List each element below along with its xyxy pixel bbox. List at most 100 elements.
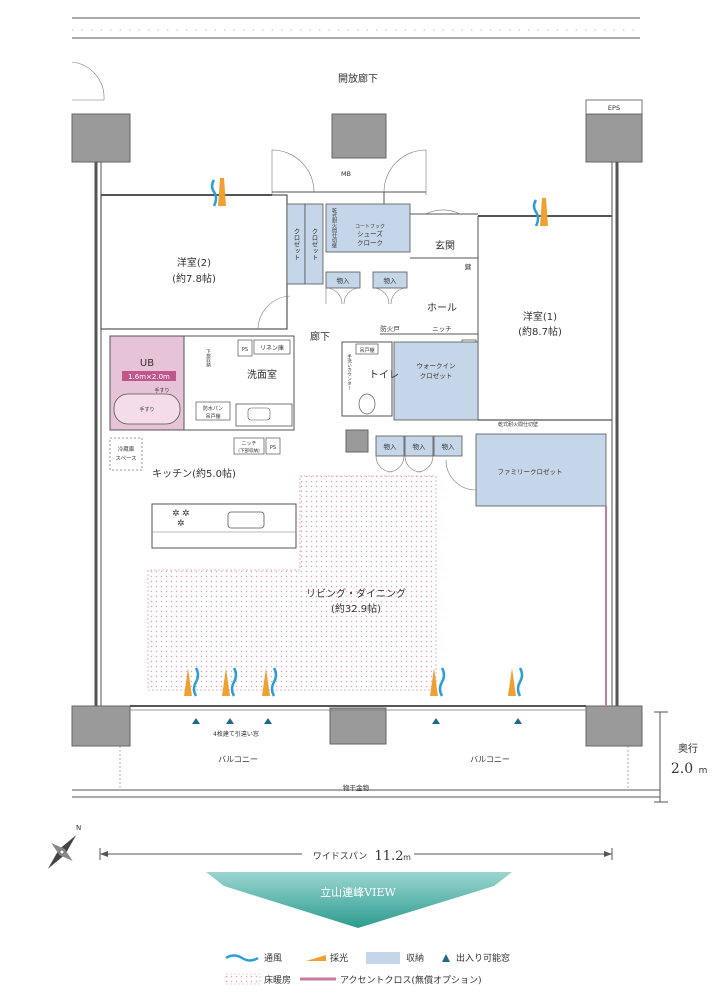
sink — [227, 511, 265, 529]
legend-floor-heating: 床暖房 — [264, 974, 291, 986]
wash-basin — [235, 403, 293, 427]
entrance-label: 玄関 — [435, 239, 455, 252]
legend-wind: 通風 — [264, 953, 282, 964]
niche-label: ニッチ — [241, 441, 256, 447]
mb-door-arc-right — [383, 149, 427, 195]
linen-box — [253, 339, 291, 355]
ps-label-wash: PS — [242, 347, 248, 353]
toilet-wash-label: 手洗いカウンター — [347, 353, 352, 390]
shoe-line1: コートフック — [355, 224, 385, 230]
balcony-label-left: バルコニー — [218, 755, 258, 764]
ps-label-kitchen: PS — [270, 445, 276, 451]
depth-unit: m — [699, 766, 708, 776]
storage-label-2: 物入 — [384, 276, 398, 285]
width-value: 11.2 — [375, 849, 404, 864]
storage-label-4: 物入 — [413, 442, 427, 451]
shoe-cloak — [325, 203, 411, 253]
walkin-line2: クロゼット — [420, 371, 453, 380]
shoe-line3: クローク — [357, 239, 383, 247]
wind-light-markers — [184, 178, 548, 724]
svg-text:✲: ✲ — [177, 519, 185, 529]
column-top-right — [585, 113, 643, 163]
width-unit: m — [403, 853, 411, 862]
stove-icon: ✲ ✲ ✲ — [172, 509, 190, 529]
fire-door-label: 防火戸 — [380, 324, 400, 333]
ub-size: 1.6m×2.0m — [128, 373, 170, 381]
waterproof-line1: 防水パン — [203, 405, 223, 412]
column-bottom-left — [71, 705, 131, 747]
width-label: ワイドスパン — [313, 851, 367, 862]
closet-label-2: クロゼット — [310, 227, 318, 260]
dry-wall-note-2: 乾式耐火間仕切壁 — [498, 421, 538, 428]
view-banner-label: 立山連峰VIEW — [320, 885, 396, 899]
view-banner — [206, 872, 512, 928]
ps-box-wash — [237, 339, 253, 357]
ub-size-badge — [122, 371, 176, 381]
floor-heating-area — [147, 475, 437, 691]
pipe-space — [345, 429, 369, 453]
western2-name: 洋室(2) — [177, 256, 211, 269]
linen-label: リネン庫 — [260, 344, 284, 352]
storage-legend-icon — [366, 952, 400, 964]
legend: 通風 採光 収納 出入り可能窓 床暖房 アクセントクロス(無償オプション) — [225, 952, 510, 986]
compass-icon: N — [47, 824, 81, 869]
legend-accent: アクセントクロス(無償オプション) — [340, 974, 482, 986]
closet-label-1: クロゼット — [292, 227, 300, 260]
western2-size: (約7.8帖) — [172, 272, 216, 285]
living-size: (約32.9帖) — [331, 602, 381, 615]
legend-storage: 収納 — [406, 952, 424, 964]
shoe-line2: シューズ — [357, 229, 383, 238]
width-dimension — [99, 846, 613, 862]
storage-label-3: 物入 — [384, 442, 398, 451]
column-top-left — [71, 113, 131, 163]
wind-legend-icon — [225, 954, 259, 962]
washroom-area — [183, 335, 295, 431]
mb-label: MB — [341, 170, 351, 178]
top-edge — [72, 17, 640, 39]
dry-wall-note-1: 乾式耐火間仕切壁 — [331, 207, 337, 248]
key-label: 鍵 — [465, 262, 472, 271]
column-bottom-right — [585, 705, 643, 747]
svg-text:✲: ✲ — [182, 509, 190, 519]
legend-door: 出入り可能窓 — [456, 952, 510, 964]
hall-label: ホール — [427, 302, 457, 314]
living-name: リビング・ダイニング — [306, 587, 406, 600]
mb-door-arc-left — [271, 149, 315, 195]
svg-text:N: N — [76, 824, 81, 832]
niche-box — [233, 437, 265, 455]
corridor-label: 開放廊下 — [338, 72, 378, 85]
storage-box-1 — [325, 271, 361, 289]
niche-label-hall: ニッチ — [432, 325, 452, 333]
eps-box — [585, 99, 643, 115]
light-legend-icon — [306, 955, 326, 961]
family-closet-label: ファミリークロゼット — [498, 467, 563, 476]
closet-2 — [304, 203, 324, 285]
kitchen-label: キッチン(約5.0帖) — [152, 467, 236, 480]
balcony-label-right: バルコニー — [470, 755, 510, 764]
storage-label-5: 物入 — [442, 442, 456, 451]
column-bottom-mid — [329, 707, 387, 745]
column-top-mid — [331, 113, 387, 159]
ub-label: UB — [140, 358, 154, 369]
storage-box-3 — [375, 435, 405, 457]
ps-box-kitchen — [265, 437, 281, 455]
waterproof-line2: 吊戸棚 — [205, 413, 220, 420]
storage-label-1: 物入 — [337, 276, 351, 285]
washroom-label: 洗面室 — [247, 368, 277, 381]
laundry-label: 物干金物 — [343, 783, 370, 792]
floor-heating-legend-icon — [225, 973, 261, 985]
sliding-window-label: 4枚建て引違い窓 — [213, 730, 259, 738]
walkin-closet — [393, 341, 479, 421]
fridge-space — [109, 437, 143, 471]
depth-dimension — [654, 711, 668, 803]
niche-lower-label: (下部収納) — [238, 447, 260, 454]
storage-box-5 — [433, 435, 463, 457]
waterproof-box — [195, 401, 231, 421]
toilet-label: トイレ — [369, 370, 399, 381]
exterior-door-arc — [71, 61, 105, 101]
western1-name: 洋室(1) — [523, 310, 557, 323]
hallway-label: 廊下 — [310, 330, 330, 343]
kitchen-counter — [151, 503, 297, 549]
storage-box-4 — [404, 435, 434, 457]
